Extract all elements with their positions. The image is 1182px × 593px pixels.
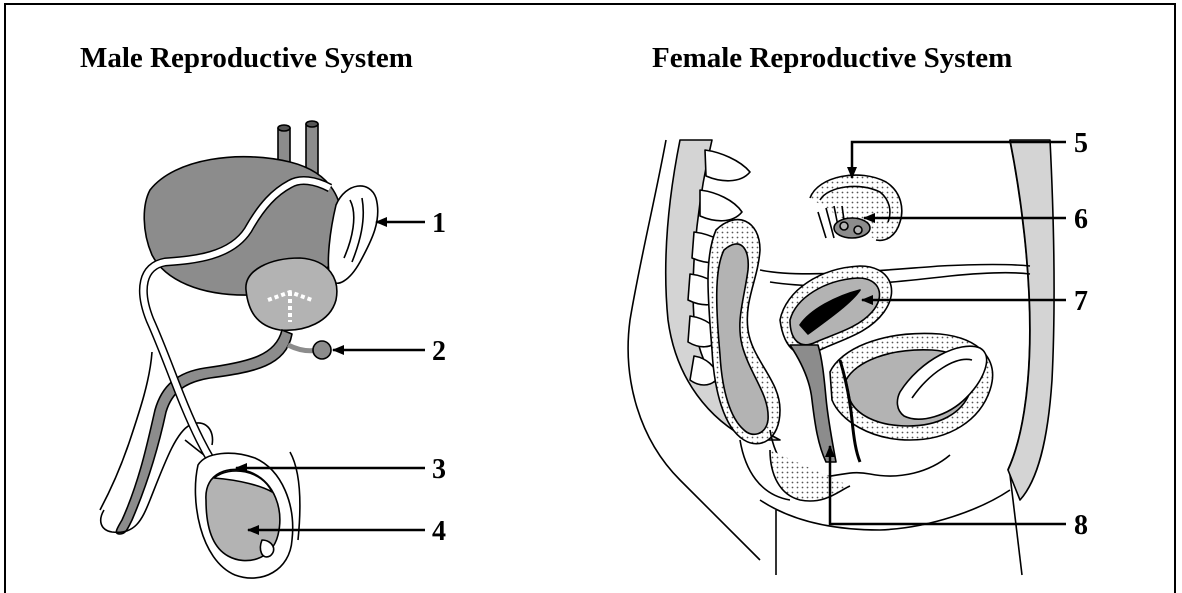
female-illustration [628, 140, 1054, 575]
label-8: 8 [1074, 510, 1088, 541]
label-3: 3 [432, 454, 446, 485]
label-4: 4 [432, 516, 446, 547]
label-7: 7 [1074, 286, 1088, 317]
ovary [834, 218, 870, 238]
label-1: 1 [432, 208, 446, 239]
label-5: 5 [1074, 128, 1088, 159]
vagina [790, 345, 836, 462]
label-6: 6 [1074, 204, 1088, 235]
abdominal-tissue [1008, 140, 1054, 500]
bulbourethral-gland [313, 341, 331, 359]
label-2: 2 [432, 336, 446, 367]
